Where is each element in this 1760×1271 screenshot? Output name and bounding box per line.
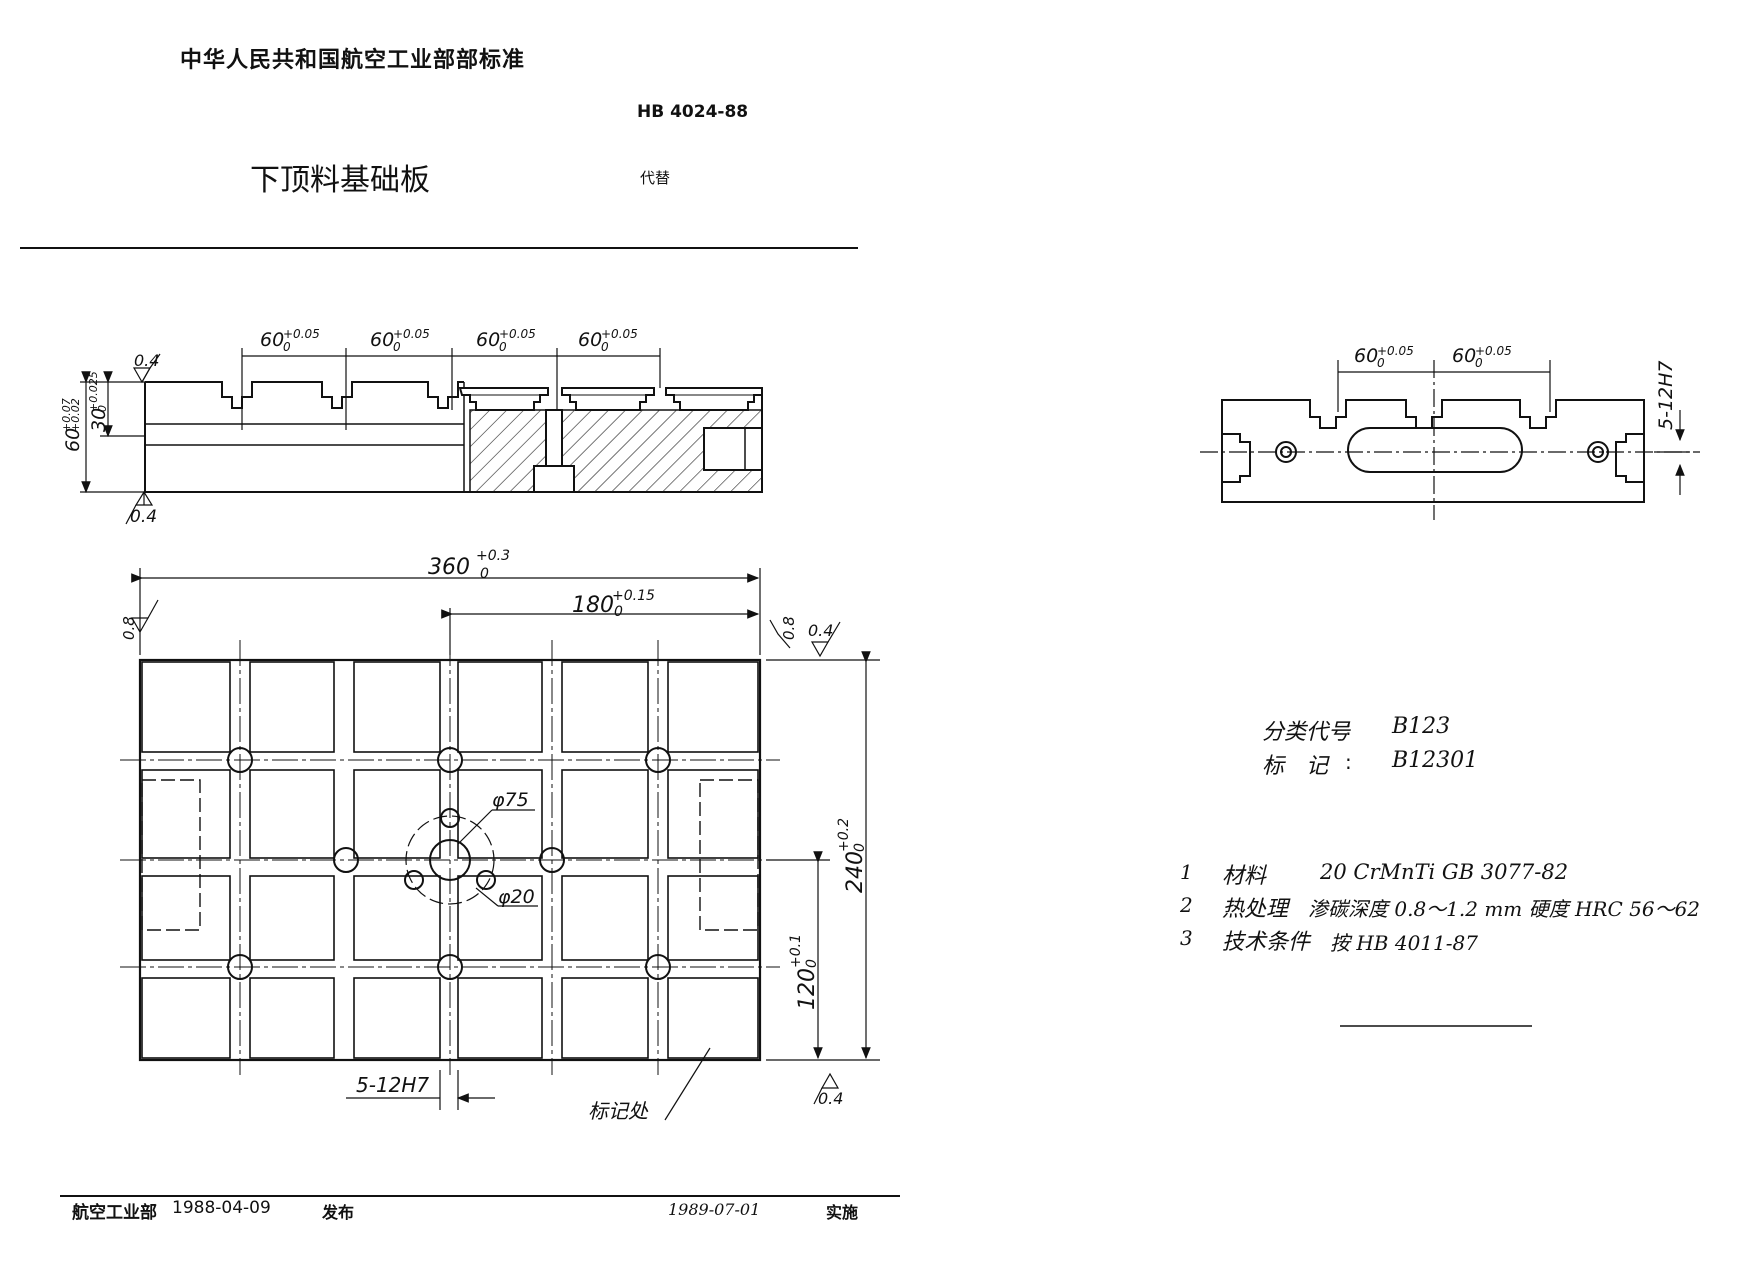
mark-colon: : [1345, 750, 1352, 774]
svg-text:0: 0 [393, 340, 401, 354]
side-view-dimensions [1200, 360, 1700, 520]
svg-text:30: 30 [88, 408, 110, 432]
slots-label: 5-12H7 [356, 1073, 429, 1097]
svg-text:0: 0 [499, 340, 507, 354]
issued-label: 发布 [322, 1203, 355, 1222]
svg-text:+0.02: +0.02 [69, 398, 82, 432]
svg-text:180: 180 [572, 593, 614, 618]
svg-text:+0.07: +0.07 [60, 398, 73, 432]
front-view-labels: 60+0.050 60+0.050 60+0.050 60+0.050 0.4 … [60, 327, 638, 527]
svg-text:60: 60 [1354, 345, 1378, 367]
note-1-num: 1 [1180, 860, 1193, 884]
plan-view-dimensions [130, 568, 880, 1121]
svg-text:0: 0 [804, 959, 820, 968]
svg-text:+0.2: +0.2 [836, 818, 852, 852]
svg-text:60: 60 [578, 329, 602, 351]
replaces-label: 代替 [640, 169, 671, 187]
svg-text:0: 0 [480, 566, 489, 582]
side-view [1221, 399, 1645, 503]
svg-text:+0.15: +0.15 [612, 588, 655, 604]
mark-label: 标 记 [1262, 754, 1329, 779]
svg-text:0.8: 0.8 [120, 616, 138, 640]
front-view-dimensions [80, 348, 661, 525]
svg-text:0.4: 0.4 [134, 351, 159, 370]
svg-text:0.4: 0.4 [808, 621, 833, 640]
issuer: 航空工业部 [72, 1203, 157, 1223]
svg-text:+0.05: +0.05 [601, 327, 638, 341]
svg-text:120: 120 [795, 968, 820, 1010]
svg-text:+0.1: +0.1 [788, 934, 804, 968]
side-view-labels: 60+0.050 60+0.050 [1354, 344, 1512, 370]
side-slot-label: 5-12H7 [1655, 361, 1677, 431]
plan-view [120, 640, 780, 1075]
svg-text:0: 0 [283, 340, 291, 354]
front-view [144, 381, 763, 493]
part-name: 下顶料基础板 [250, 163, 430, 198]
note-3-label: 技术条件 [1222, 930, 1311, 955]
svg-text:60: 60 [260, 329, 284, 351]
svg-text:240: 240 [843, 851, 868, 893]
issue-date: 1988-04-09 [172, 1198, 271, 1218]
svg-text:0.4: 0.4 [818, 1089, 843, 1108]
note-3-text: 按 HB 4011-87 [1330, 931, 1478, 955]
svg-text:+0.3: +0.3 [476, 548, 510, 564]
svg-text:0: 0 [1475, 356, 1483, 370]
note-3-num: 3 [1180, 926, 1193, 950]
svg-text:+0.05: +0.05 [1377, 344, 1414, 358]
svg-text:0.8: 0.8 [780, 616, 798, 640]
svg-text:0: 0 [852, 843, 868, 852]
svg-text:+0.025: +0.025 [87, 371, 100, 412]
note-1-text: 20 CrMnTi GB 3077-82 [1320, 860, 1569, 884]
org-title: 中华人民共和国航空工业部部标准 [180, 48, 526, 73]
svg-text:60: 60 [476, 329, 500, 351]
svg-text:+0.05: +0.05 [393, 327, 430, 341]
svg-text:+0.05: +0.05 [1475, 344, 1512, 358]
classification-label: 分类代号 [1262, 720, 1351, 745]
note-2-num: 2 [1180, 893, 1193, 917]
plan-view-labels: 360+0.30 180+0.150 0.8 0.8 0.4 0.4 240 +… [120, 548, 868, 1108]
implemented-label: 实施 [826, 1203, 859, 1222]
svg-text:+0.05: +0.05 [283, 327, 320, 341]
impl-date: 1989-07-01 [668, 1200, 761, 1219]
svg-text:+0.05: +0.05 [499, 327, 536, 341]
standard-code: HB 4024-88 [637, 102, 749, 122]
note-2-text: 渗碳深度 0.8～1.2 mm 硬度 HRC 56～62 [1308, 897, 1701, 921]
note-1-label: 材料 [1222, 864, 1267, 889]
svg-text:0: 0 [96, 405, 109, 412]
svg-text:360: 360 [428, 555, 470, 580]
svg-text:0.4: 0.4 [130, 507, 157, 527]
svg-text:60: 60 [370, 329, 394, 351]
phi75-label: φ75 [492, 789, 529, 811]
phi20-label: φ20 [498, 886, 535, 908]
svg-text:60: 60 [62, 428, 84, 452]
svg-text:60: 60 [1452, 345, 1476, 367]
note-2-label: 热处理 [1222, 897, 1289, 922]
classification-colon: : [1345, 716, 1352, 740]
svg-text:0: 0 [1377, 356, 1385, 370]
svg-text:0: 0 [601, 340, 609, 354]
mark-value: B12301 [1392, 748, 1479, 773]
mark-place-label: 标记处 [588, 1099, 649, 1123]
svg-text:0: 0 [614, 604, 623, 620]
classification-value: B123 [1392, 714, 1451, 739]
